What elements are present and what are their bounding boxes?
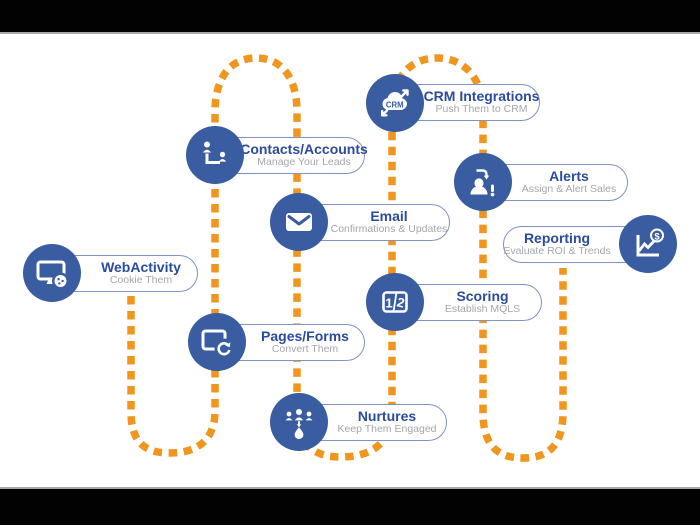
node-title: Alerts: [549, 167, 589, 184]
monitor-cookie-icon: [36, 260, 69, 290]
node-circle-email: [270, 193, 328, 251]
chart-dollar-icon: $: [636, 228, 664, 257]
person-alert-icon: [470, 169, 495, 197]
node-title: WebActivity: [101, 258, 181, 275]
page-refresh-icon: [201, 329, 234, 358]
letterbox-bottom-bar: [0, 487, 700, 525]
node-subtitle: Confirmations & Updates: [330, 223, 448, 236]
svg-text:$: $: [654, 231, 660, 242]
svg-text:CRM: CRM: [386, 100, 404, 109]
node-subtitle: Manage Your Leads: [257, 156, 351, 169]
node-subtitle: Assign & Alert Sales: [521, 183, 617, 196]
node-title: Pages/Forms: [261, 327, 349, 344]
people-drip-icon: [285, 409, 313, 439]
node-circle-scoring: 1 2: [366, 273, 424, 331]
node-subtitle: Convert Them: [271, 343, 339, 356]
node-subtitle: Evaluate ROI & Trends: [503, 245, 611, 258]
svg-text:2: 2: [396, 294, 407, 310]
envelope-icon: [286, 213, 312, 231]
node-circle-contacts-accounts: [186, 126, 244, 184]
node-title: Email: [370, 207, 408, 224]
node-title: Scoring: [456, 287, 509, 304]
node-circle-web-activity: [23, 244, 81, 302]
crm-cloud-sync-icon: CRM: [381, 89, 409, 117]
node-title: Contacts/Accounts: [240, 140, 368, 157]
node-subtitle: Push Them to CRM: [435, 103, 528, 116]
node-circle-crm-integrations: CRM: [366, 74, 424, 132]
node-title: Reporting: [523, 229, 591, 246]
org-chart-people-icon: [202, 141, 227, 164]
node-circle-reporting: $: [619, 215, 677, 273]
score-counter-icon: 1 2: [382, 291, 408, 313]
node-circle-alerts: [454, 153, 512, 211]
node-circle-pages-forms: [188, 313, 246, 371]
node-subtitle: Cookie Them: [109, 274, 173, 287]
node-subtitle: Keep Them Engaged: [337, 423, 437, 436]
node-subtitle: Establish MQLS: [444, 303, 521, 316]
letterbox-top-bar: [0, 0, 700, 34]
node-circle-nurtures: [270, 393, 328, 451]
node-title: CRM Integrations: [423, 87, 540, 104]
svg-text:1: 1: [385, 296, 392, 311]
node-title: Nurtures: [357, 407, 417, 424]
